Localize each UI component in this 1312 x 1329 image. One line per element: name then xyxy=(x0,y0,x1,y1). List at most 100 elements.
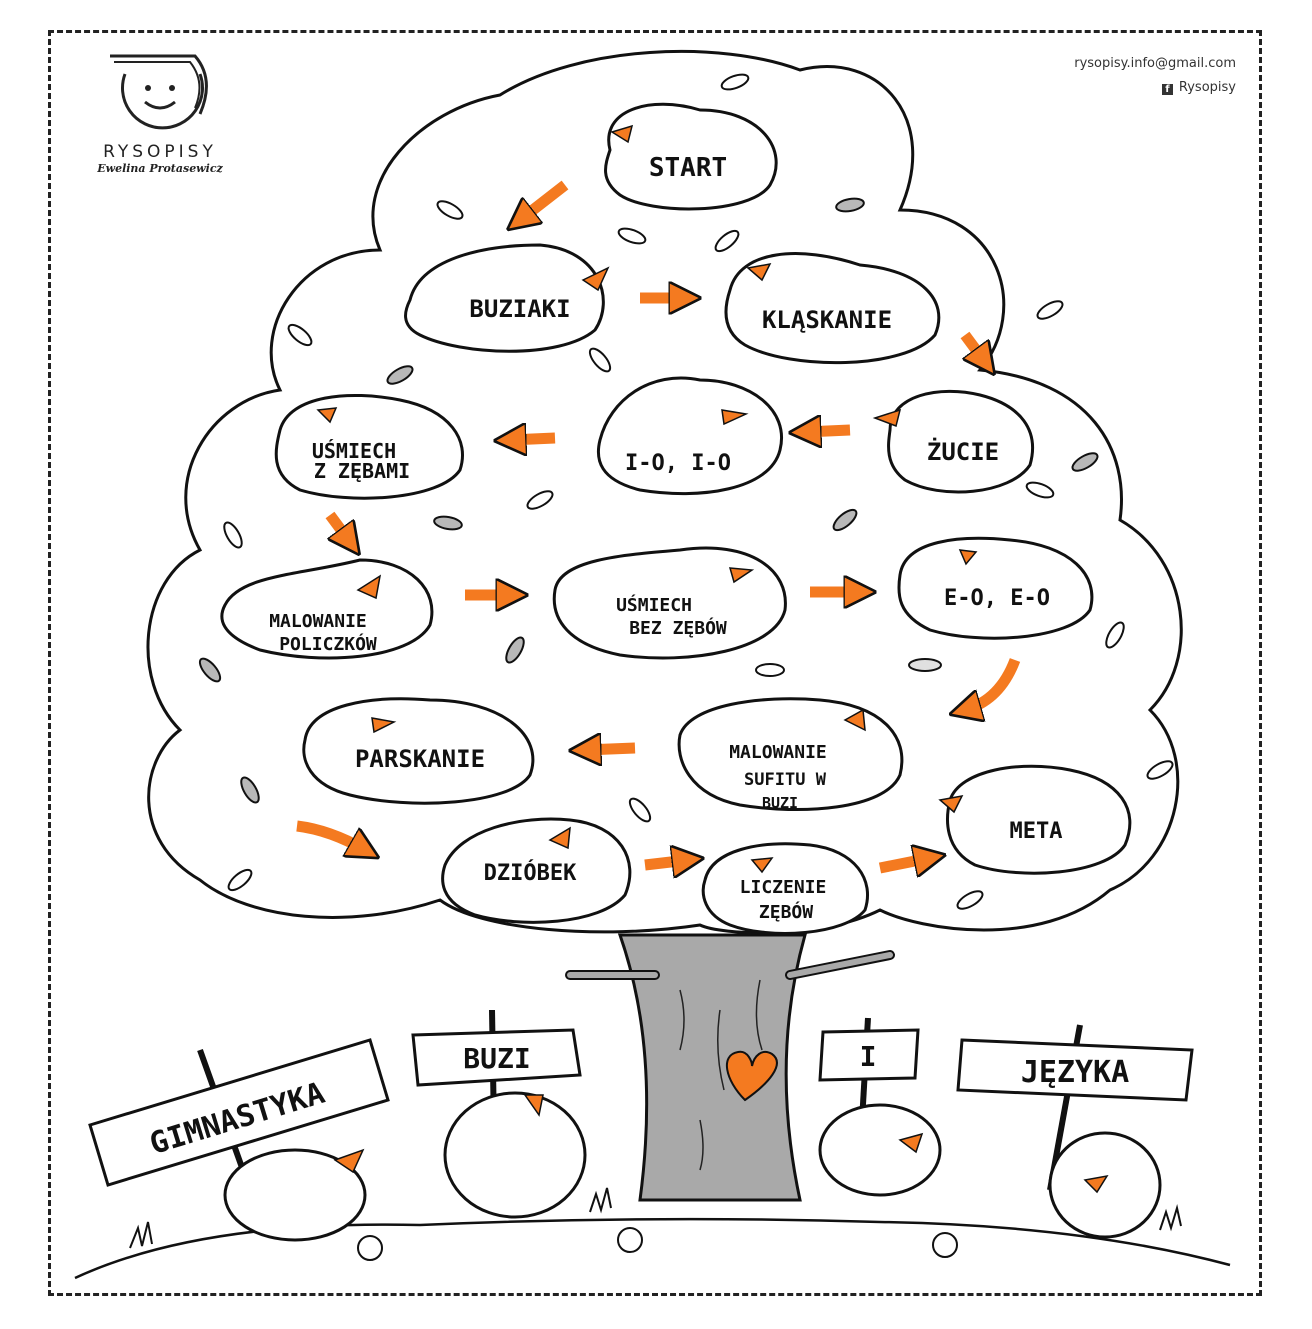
beak-icon xyxy=(333,1148,365,1174)
flower-icon xyxy=(617,1227,643,1253)
beak-icon xyxy=(750,857,774,874)
arrow-icon xyxy=(296,820,365,850)
flower-icon xyxy=(357,1235,383,1261)
arrow-icon xyxy=(520,180,569,220)
contact-info: rysopisy.info@gmail.com f Rysopisy xyxy=(1074,52,1236,100)
beak-icon xyxy=(898,1132,924,1154)
sign-buzi xyxy=(411,1028,582,1087)
beak-icon xyxy=(746,262,772,282)
step-io-label: I-O, I-O xyxy=(625,451,731,476)
step-parskanie-label: PARSKANIE xyxy=(355,745,485,773)
beak-icon xyxy=(610,124,634,144)
beak-icon xyxy=(938,794,964,814)
ground-birds xyxy=(223,1091,1162,1242)
bubble-dziobek xyxy=(441,817,632,924)
step-klaskanie-label: KLĄSKANIE xyxy=(762,306,892,334)
beak-icon xyxy=(728,567,755,584)
bubbles xyxy=(220,102,1132,935)
step-usmiech-bez-label-1: UŚMIECH xyxy=(616,594,692,616)
arrow-icon xyxy=(325,511,350,542)
step-liczenie-label-1: LICZENIE xyxy=(740,877,827,898)
ground-bird-beaks xyxy=(333,1094,1109,1194)
step-start-label: START xyxy=(649,153,727,183)
step-malowanie-policzkow-label-1: MALOWANIE xyxy=(269,611,367,632)
logo: RYSOPISY Ewelina Protasewicz xyxy=(80,44,240,175)
contact-email[interactable]: rysopisy.info@gmail.com xyxy=(1074,56,1236,71)
grass-tufts xyxy=(129,1187,1182,1249)
arrow-icon xyxy=(805,430,851,432)
arrow-icon xyxy=(878,858,930,868)
beak-icon xyxy=(843,708,866,732)
bubble-klaskanie xyxy=(724,252,941,365)
beak-icon xyxy=(872,408,902,428)
bubble-usmiech-zebami xyxy=(274,393,464,500)
step-malowanie-sufitu-label-1: MALOWANIE xyxy=(729,742,827,763)
step-malowanie-sufitu-label-2: SUFITU W xyxy=(744,770,827,790)
brand-author: Ewelina Protasewicz xyxy=(97,162,223,175)
step-usmiech-zebami-label-2: Z ZĘBAMI xyxy=(314,459,410,483)
sign-i-label: I xyxy=(860,1040,877,1073)
step-usmiech-bez-label-2: BEZ ZĘBÓW xyxy=(629,617,727,639)
step-buziaki-label: BUZIAKI xyxy=(469,295,570,323)
beak-icon xyxy=(548,826,571,850)
beak-icon xyxy=(371,717,397,734)
ground-line xyxy=(74,1217,1231,1280)
facebook-name: Rysopisy xyxy=(1178,80,1236,95)
step-liczenie-label-2: ZĘBÓW xyxy=(759,901,813,923)
bird-icon xyxy=(223,1148,367,1242)
arrow-icon xyxy=(644,860,688,865)
beak-icon xyxy=(581,266,610,292)
step-meta-label: META xyxy=(1010,819,1063,844)
facebook-icon: f xyxy=(1161,84,1173,95)
bubble-eo xyxy=(897,536,1094,640)
bird-icon xyxy=(1048,1131,1162,1239)
bubble-usmiech-bez xyxy=(552,546,787,660)
sign-gimnastyka xyxy=(88,1038,390,1187)
beaks xyxy=(316,124,978,874)
smiley-logo-icon xyxy=(110,54,208,130)
bubble-io xyxy=(596,376,783,496)
beak-icon xyxy=(1083,1174,1109,1194)
bird-icon xyxy=(818,1103,942,1197)
step-eo-label: E-O, E-O xyxy=(944,586,1050,611)
bubble-malowanie-sufitu xyxy=(677,697,904,812)
beak-icon xyxy=(356,574,382,600)
beak-icon xyxy=(958,549,978,566)
step-malowanie-sufitu-label-3: BUZI xyxy=(762,794,798,812)
tree-trunk xyxy=(565,933,895,1202)
bubble-buziaki xyxy=(404,243,605,353)
bubble-malowanie-policzkow xyxy=(220,558,434,660)
sign-buzi-label: BUZI xyxy=(463,1042,530,1075)
bubble-start xyxy=(604,102,778,211)
step-labels: START BUZIAKI KLĄSKANIE UŚMIECH Z ZĘBAMI… xyxy=(269,153,1062,923)
step-usmiech-zebami-label-1: UŚMIECH xyxy=(312,439,396,463)
arrow-icon xyxy=(510,438,556,440)
bird-icon xyxy=(443,1091,587,1219)
bubble-zucie xyxy=(887,389,1035,494)
beak-icon xyxy=(523,1094,544,1117)
bottom-signs xyxy=(88,1009,1194,1192)
step-malowanie-policzkow-label-2: POLICZKÓW xyxy=(279,633,377,655)
step-dziobek-label: DZIÓBEK xyxy=(484,860,577,886)
leaves xyxy=(198,73,1174,910)
bubble-liczenie xyxy=(701,842,870,935)
flowers xyxy=(357,1227,958,1261)
sign-jezyka-label: JĘZYKA xyxy=(1021,1055,1129,1090)
bubble-parskanie xyxy=(302,697,535,805)
flower-icon xyxy=(932,1232,958,1258)
arrow-icon xyxy=(965,657,1021,710)
bubble-meta xyxy=(946,764,1132,875)
sign-jezyka xyxy=(956,1038,1194,1102)
step-zucie-label: ŻUCIE xyxy=(927,437,999,466)
brand-name: RYSOPISY xyxy=(103,142,217,162)
arrow-icon xyxy=(585,748,636,750)
heart-icon xyxy=(725,1050,778,1102)
beak-icon xyxy=(721,409,749,426)
dashed-frame xyxy=(48,30,1262,1296)
contact-facebook[interactable]: f Rysopisy xyxy=(1074,76,1236,100)
sign-i xyxy=(818,1028,920,1082)
beak-icon xyxy=(316,407,338,424)
arrows xyxy=(296,180,1021,868)
arrow-icon xyxy=(960,331,985,362)
